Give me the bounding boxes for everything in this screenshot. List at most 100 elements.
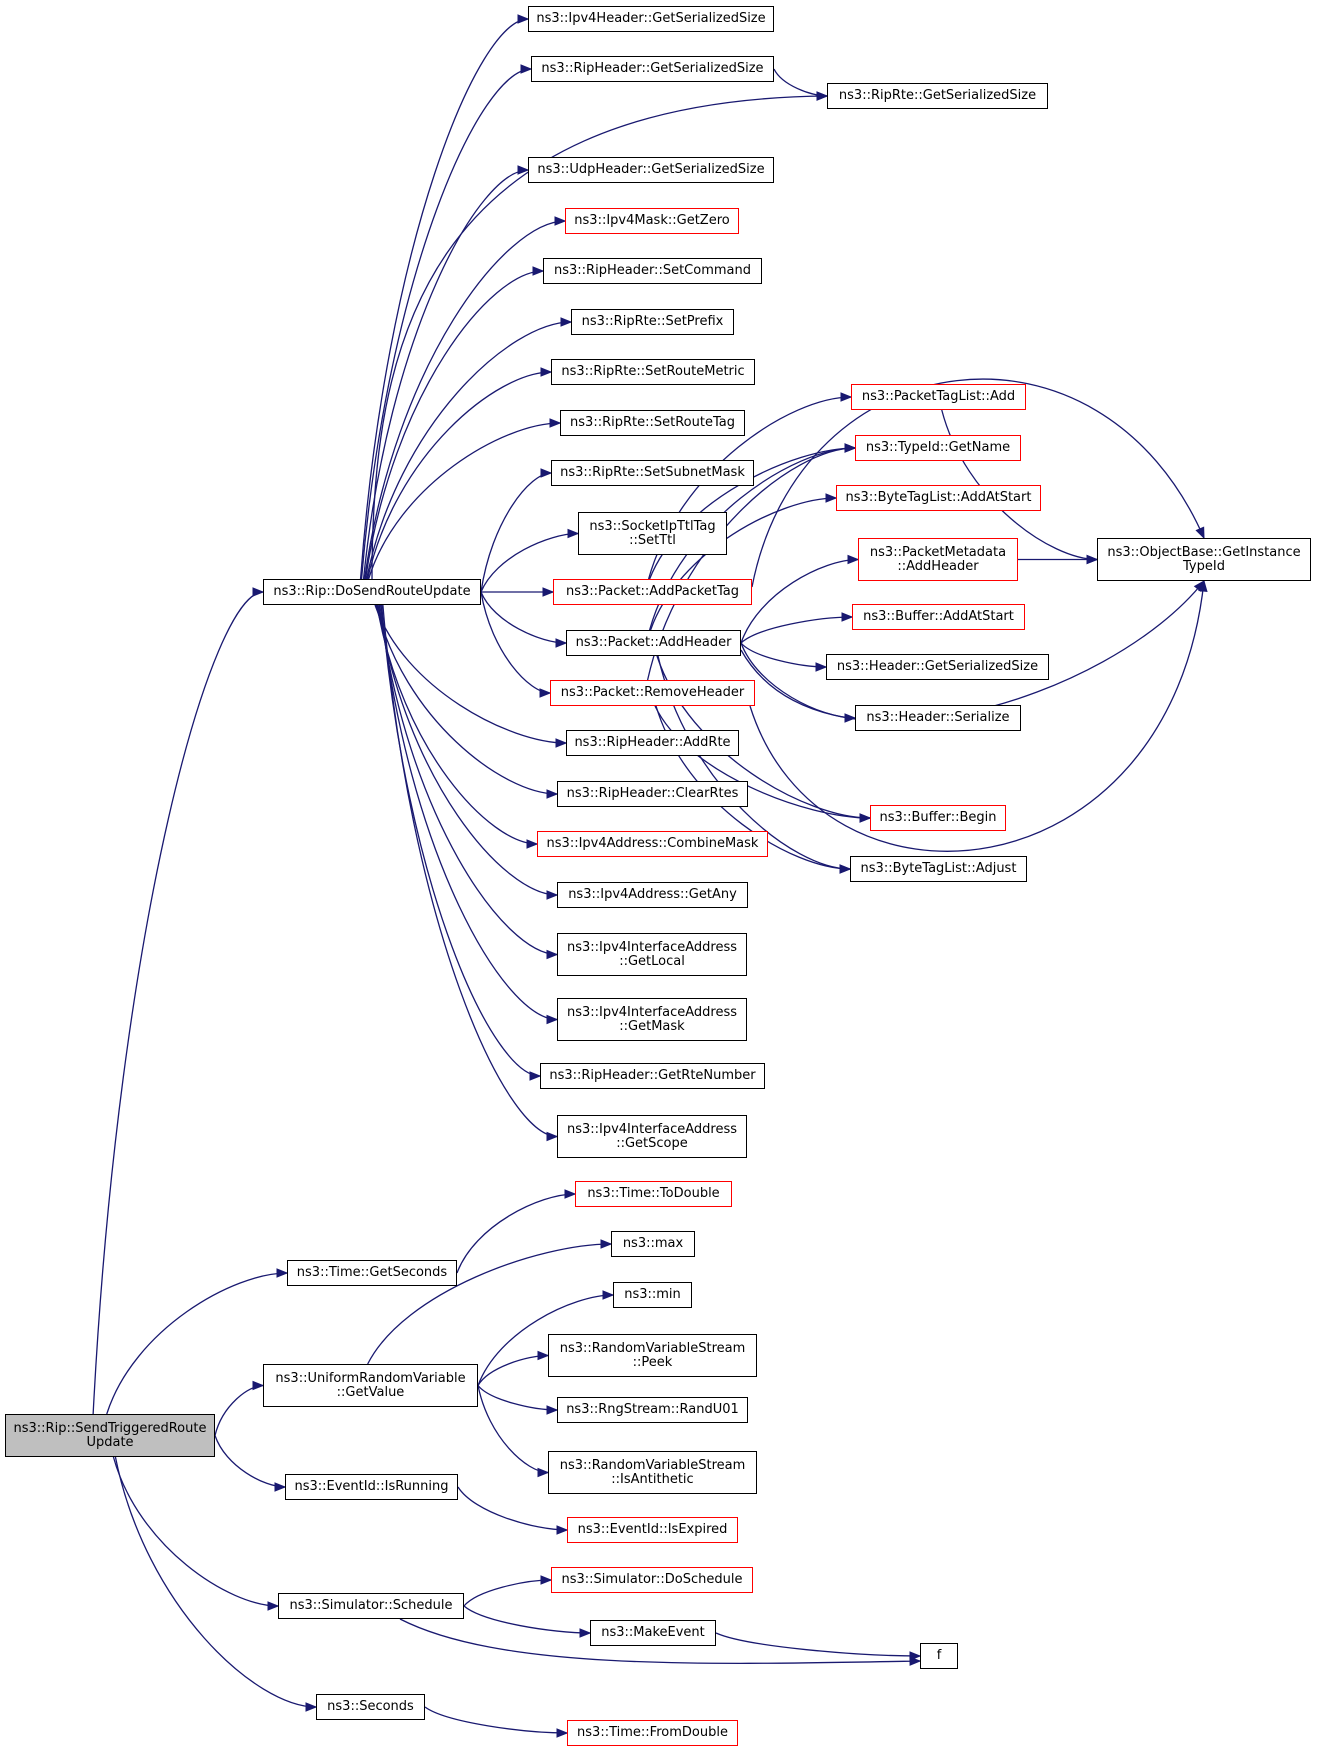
node-udpheader-getser[interactable]: ns3::UdpHeader::GetSerializedSize — [528, 157, 774, 183]
node-label-line: ns3::RipRte::SetRouteMetric — [561, 364, 745, 379]
node-packettaglist-add[interactable]: ns3::PacketTagList::Add — [851, 384, 1026, 410]
edge-ripheader-getser-to-riprte-getser — [773, 68, 828, 97]
edge-send-triggered-to-uniformrv-getvalue — [214, 1384, 264, 1436]
arrowhead-icon — [839, 864, 852, 874]
node-ns3-seconds[interactable]: ns3::Seconds — [316, 1694, 425, 1720]
node-label-line: ns3::RipHeader::GetRteNumber — [549, 1068, 756, 1083]
node-simulator-schedule[interactable]: ns3::Simulator::Schedule — [278, 1593, 464, 1619]
arrowhead-icon — [517, 14, 530, 24]
arrowhead-icon — [859, 813, 872, 823]
node-eventid-isrunning[interactable]: ns3::EventId::IsRunning — [285, 1474, 458, 1500]
node-uniformrv-getvalue[interactable]: ns3::UniformRandomVariable::GetValue — [263, 1364, 478, 1407]
arrowhead-icon — [840, 392, 853, 402]
arrowhead-icon — [844, 443, 857, 453]
arrowhead-icon — [539, 688, 552, 698]
node-ripheader-clearrtes[interactable]: ns3::RipHeader::ClearRtes — [557, 781, 748, 807]
node-label-line: ns3::Packet::RemoveHeader — [560, 685, 745, 700]
arrowhead-icon — [825, 493, 838, 503]
node-ripheader-getser[interactable]: ns3::RipHeader::GetSerializedSize — [531, 56, 774, 82]
node-time-fromdouble[interactable]: ns3::Time::FromDouble — [567, 1720, 738, 1746]
edge-do-send-route-update-to-ripheader-getrtenumber — [381, 604, 541, 1077]
node-bytetaglist-addatstart[interactable]: ns3::ByteTagList::AddAtStart — [836, 485, 1041, 511]
node-f[interactable]: f — [920, 1643, 958, 1669]
node-time-getseconds[interactable]: ns3::Time::GetSeconds — [287, 1260, 457, 1286]
arrowhead-icon — [556, 1525, 569, 1535]
node-header-getser[interactable]: ns3::Header::GetSerializedSize — [826, 654, 1049, 680]
arrowhead-icon — [555, 638, 568, 648]
node-packet-removeheader[interactable]: ns3::Packet::RemoveHeader — [550, 680, 755, 706]
edge-do-send-route-update-to-socketipttltag-setttl — [480, 532, 579, 593]
node-label-line: ns3::SocketIpTtlTag — [589, 518, 716, 534]
node-rngstream-randu01[interactable]: ns3::RngStream::RandU01 — [557, 1397, 748, 1423]
edge-simulator-schedule-to-ns3-makeevent — [463, 1605, 591, 1634]
node-packetmetadata-addheader[interactable]: ns3::PacketMetadata::AddHeader — [858, 538, 1018, 581]
node-label-line: ns3::Header::GetSerializedSize — [836, 659, 1039, 674]
node-packet-addheader[interactable]: ns3::Packet::AddHeader — [566, 630, 741, 656]
arrowhead-icon — [600, 1239, 613, 1249]
node-rvstream-isantithetic[interactable]: ns3::RandomVariableStream::IsAntithetic — [548, 1451, 757, 1494]
node-label-line: ns3::TypeId::GetName — [865, 440, 1011, 455]
node-buffer-begin[interactable]: ns3::Buffer::Begin — [870, 805, 1006, 831]
node-ns3-makeevent[interactable]: ns3::MakeEvent — [590, 1620, 716, 1646]
node-label-line: Update — [86, 1434, 134, 1450]
node-label-line: ns3::Ipv4InterfaceAddress — [566, 1004, 738, 1020]
node-riprte-setroutetag[interactable]: ns3::RipRte::SetRouteTag — [560, 410, 745, 436]
node-ripheader-addrte[interactable]: ns3::RipHeader::AddRte — [566, 730, 739, 756]
node-ipv4ifaddr-getscope[interactable]: ns3::Ipv4InterfaceAddress::GetScope — [557, 1115, 747, 1158]
node-ns3-min[interactable]: ns3::min — [613, 1282, 692, 1308]
arrowhead-icon — [815, 662, 828, 672]
node-label-line: ns3::Header::Serialize — [866, 710, 1010, 725]
node-ripheader-setcommand[interactable]: ns3::RipHeader::SetCommand — [543, 258, 762, 284]
node-ipv4mask-getzero[interactable]: ns3::Ipv4Mask::GetZero — [565, 208, 739, 234]
node-label-line: ns3::RipRte::SetRouteTag — [570, 415, 735, 430]
edge-send-triggered-to-eventid-isrunning — [214, 1435, 286, 1488]
node-label-line: ns3::Ipv4Mask::GetZero — [574, 213, 730, 228]
node-do-send-route-update[interactable]: ns3::Rip::DoSendRouteUpdate — [263, 579, 481, 605]
node-label-line: ns3::Simulator::Schedule — [289, 1598, 453, 1613]
node-ipv4ifaddr-getmask[interactable]: ns3::Ipv4InterfaceAddress::GetMask — [557, 998, 747, 1041]
edge-time-getseconds-to-time-todouble — [456, 1193, 576, 1274]
node-bytetaglist-adjust[interactable]: ns3::ByteTagList::Adjust — [850, 856, 1027, 882]
arrowhead-icon — [554, 216, 567, 226]
node-label-line: ns3::EventId::IsRunning — [294, 1479, 449, 1494]
node-label-line: ns3::PacketMetadata — [869, 544, 1007, 560]
node-riprte-setroutemetric[interactable]: ns3::RipRte::SetRouteMetric — [551, 359, 755, 385]
node-header-serialize[interactable]: ns3::Header::Serialize — [855, 705, 1021, 731]
node-typeid-getname[interactable]: ns3::TypeId::GetName — [855, 435, 1021, 461]
node-ipv4ifaddr-getlocal[interactable]: ns3::Ipv4InterfaceAddress::GetLocal — [557, 933, 747, 976]
node-time-todouble[interactable]: ns3::Time::ToDouble — [575, 1181, 732, 1207]
arrowhead-icon — [517, 165, 530, 175]
edge-send-triggered-to-ns3-seconds — [114, 1456, 317, 1708]
node-label-line: ns3::RandomVariableStream — [559, 1340, 746, 1356]
node-label-line: ::SetTtl — [629, 532, 676, 548]
node-label-line: ns3::Time::ToDouble — [587, 1186, 720, 1201]
node-label-line: ns3::RandomVariableStream — [559, 1457, 746, 1473]
node-label-line: ::GetScope — [616, 1135, 688, 1151]
node-riprte-setprefix[interactable]: ns3::RipRte::SetPrefix — [571, 309, 734, 335]
edge-packet-removeheader-to-objectbase-getinstancetypeid — [749, 580, 1205, 852]
node-label-line: ns3::RipHeader::AddRte — [574, 735, 731, 750]
edge-packet-removeheader-to-typeid-getname — [646, 447, 856, 681]
node-ipv4address-getany[interactable]: ns3::Ipv4Address::GetAny — [557, 882, 748, 908]
node-packet-addpackettag[interactable]: ns3::Packet::AddPacketTag — [553, 579, 752, 605]
node-label-line: ns3::ObjectBase::GetInstance — [1107, 544, 1301, 560]
arrowhead-icon — [532, 266, 545, 276]
node-label-line: ns3::EventId::IsExpired — [577, 1522, 728, 1537]
node-label-line: ns3::Simulator::DoSchedule — [561, 1572, 743, 1587]
node-ipv4address-combinemask[interactable]: ns3::Ipv4Address::CombineMask — [537, 831, 768, 857]
node-label-line: ns3::Ipv4InterfaceAddress — [566, 939, 738, 955]
node-riprte-setsubnetmask[interactable]: ns3::RipRte::SetSubnetMask — [551, 460, 754, 486]
node-ripheader-getrtenumber[interactable]: ns3::RipHeader::GetRteNumber — [540, 1063, 765, 1089]
node-buffer-addatstart[interactable]: ns3::Buffer::AddAtStart — [852, 604, 1025, 630]
node-socketipttltag-setttl[interactable]: ns3::SocketIpTtlTag::SetTtl — [578, 512, 727, 555]
node-label-line: ns3::RipRte::GetSerializedSize — [838, 88, 1037, 103]
node-ns3-max[interactable]: ns3::max — [611, 1231, 695, 1257]
node-simulator-doschedule[interactable]: ns3::Simulator::DoSchedule — [551, 1567, 753, 1593]
node-rvstream-peek[interactable]: ns3::RandomVariableStream::Peek — [548, 1334, 757, 1377]
node-ipv4header-getser[interactable]: ns3::Ipv4Header::GetSerializedSize — [528, 6, 774, 32]
node-riprte-getser[interactable]: ns3::RipRte::GetSerializedSize — [827, 83, 1048, 109]
node-eventid-isexpired[interactable]: ns3::EventId::IsExpired — [567, 1517, 738, 1543]
